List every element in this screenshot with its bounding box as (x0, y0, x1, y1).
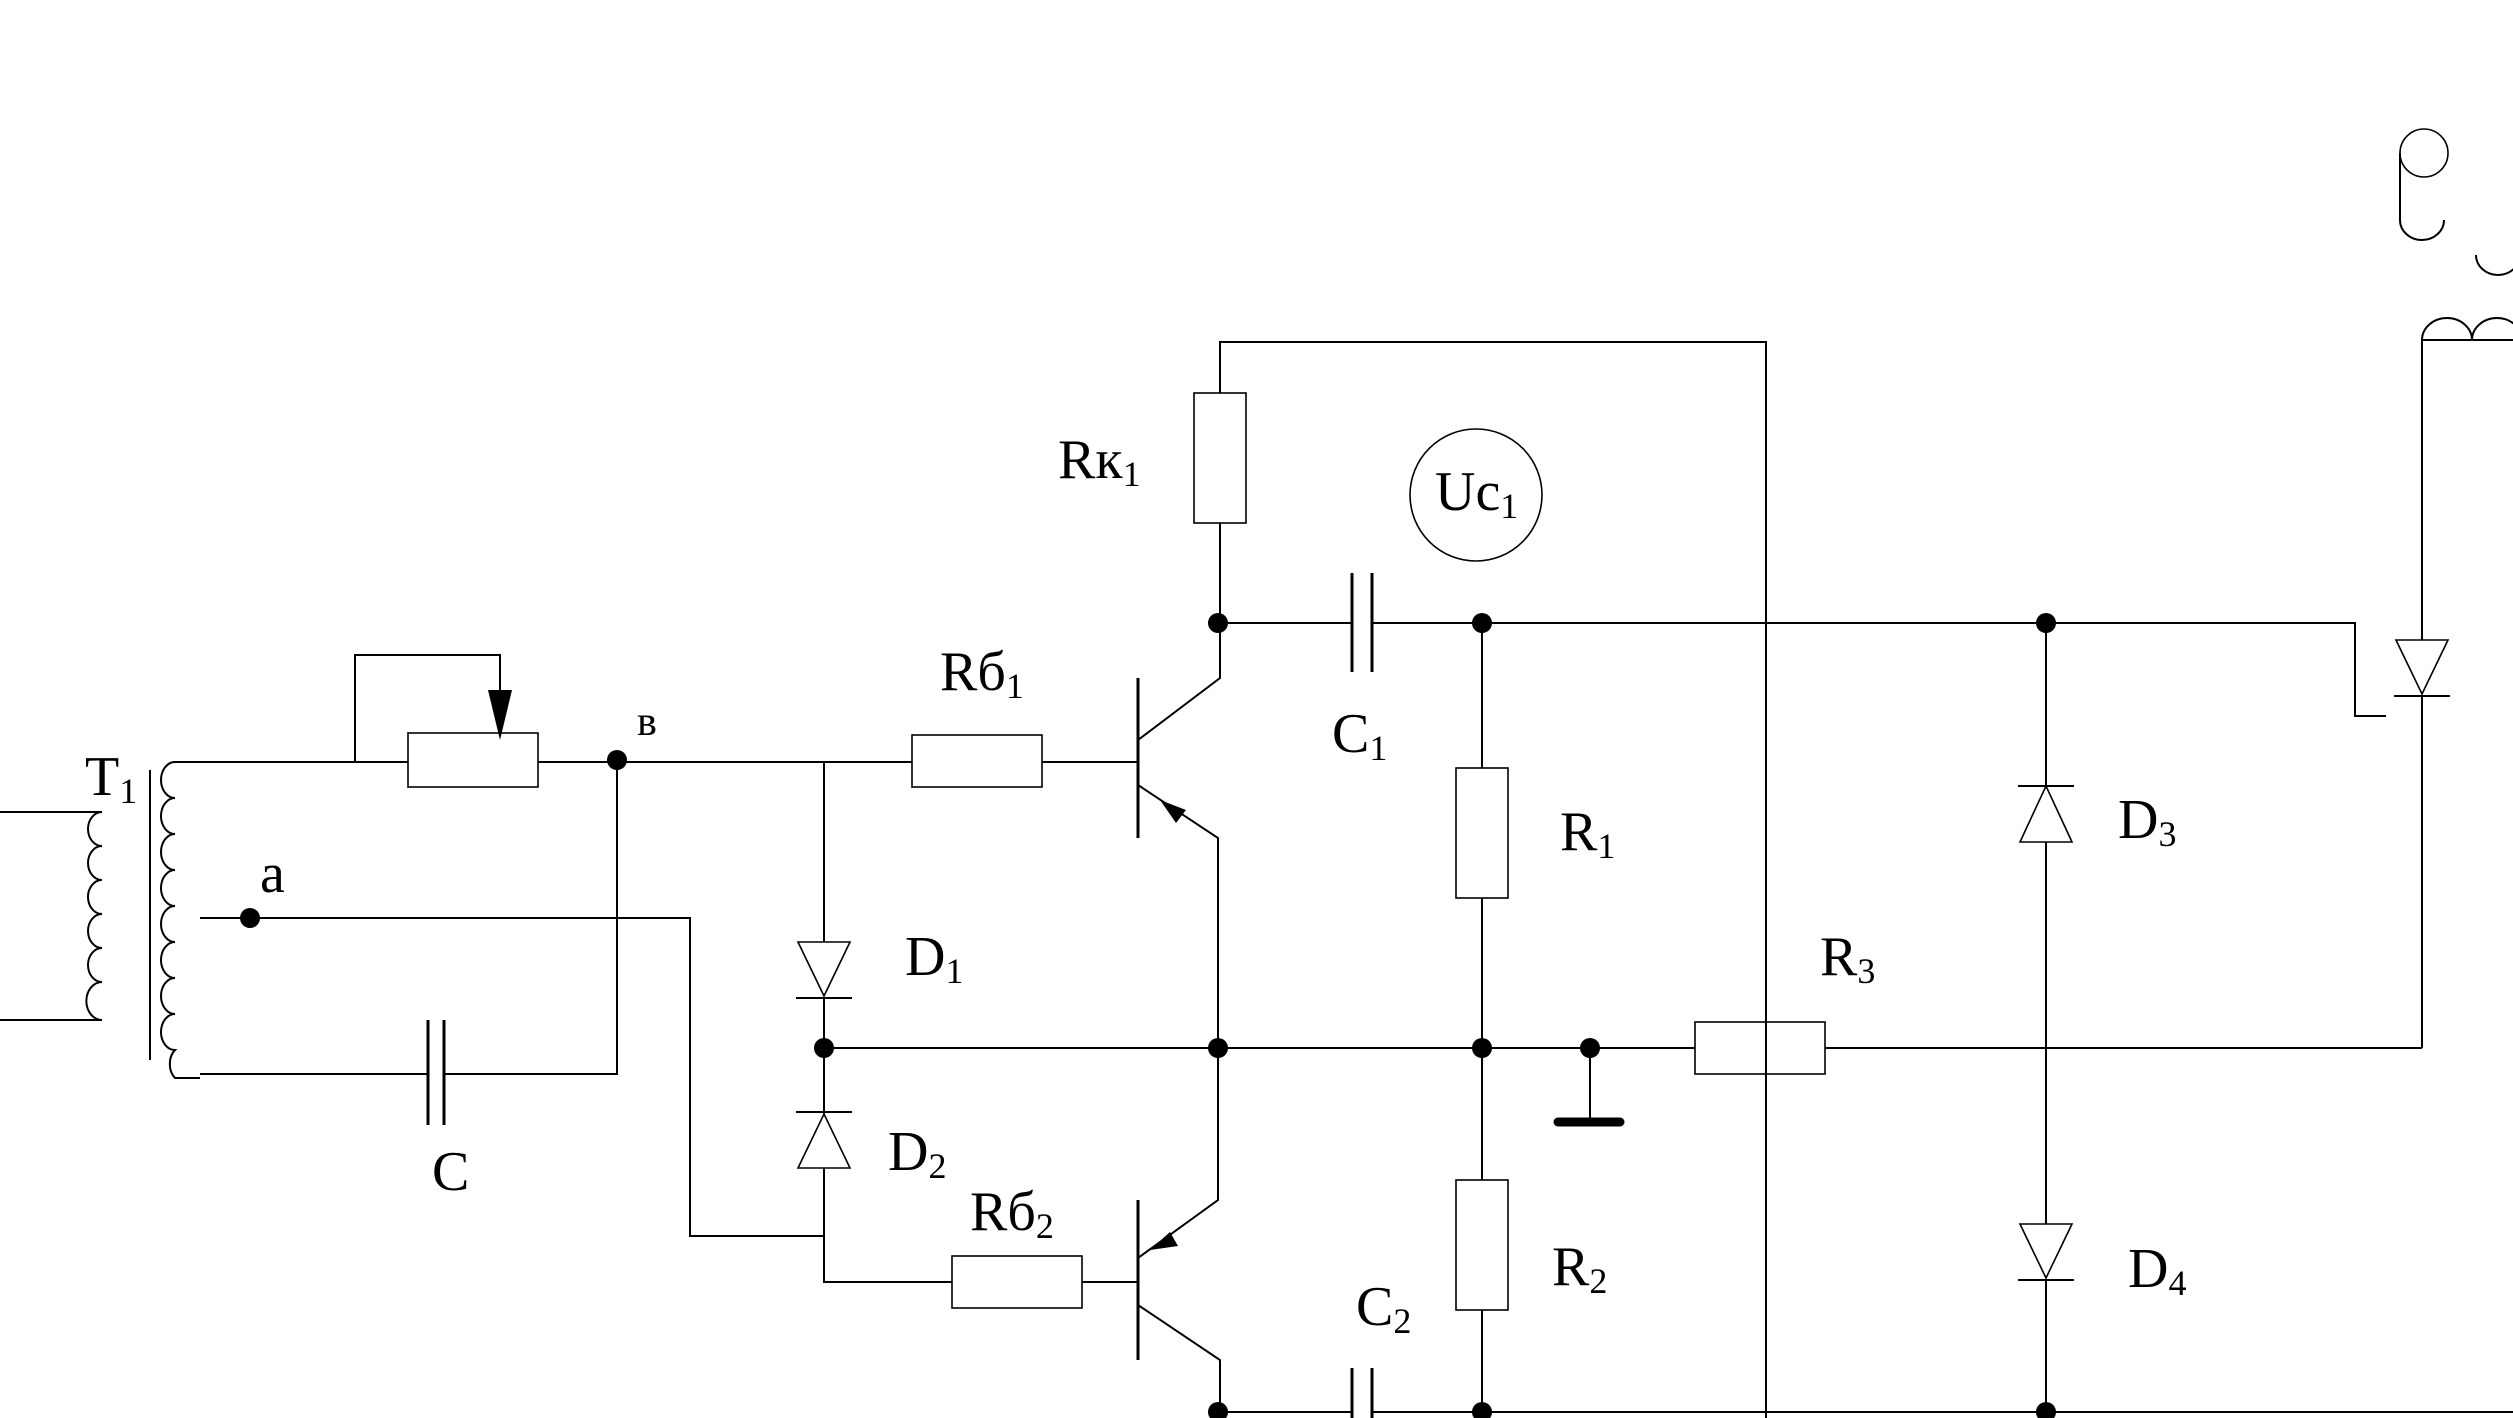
label-d1: D1 (905, 926, 963, 991)
input-network: в C a (200, 654, 915, 1237)
thyristor (2394, 639, 2450, 696)
label-t1: T1 (85, 746, 137, 811)
resistor-r2: R2 (1455, 1048, 1607, 1412)
diode-column-d3-d4: D3 D4 (2018, 623, 2186, 1412)
diode-d3 (2018, 784, 2074, 843)
label-d3: D3 (2118, 789, 2176, 854)
thyristor-output (2394, 128, 2513, 1048)
potentiometer-wiper-arrow (488, 690, 512, 740)
label-c1: C1 (1332, 703, 1387, 768)
base-resistor-rb1: Rб1 (911, 641, 1138, 788)
diode-d4 (2018, 1223, 2074, 1280)
label-d2: D2 (888, 1121, 946, 1186)
label-r3: R3 (1820, 926, 1875, 991)
base-resistor-rb2: Rб2 (951, 1181, 1138, 1309)
label-rb1: Rб1 (940, 641, 1024, 706)
diode-d1 (796, 941, 852, 998)
output-terminal (2399, 128, 2449, 178)
label-v: в (637, 699, 657, 745)
bottom-rail: C2 (1208, 1276, 2513, 1418)
middle-rail: R3 (824, 926, 2422, 1127)
transistor-q1 (1136, 623, 1221, 1048)
label-a: a (260, 843, 285, 905)
label-uc1: Uc1 (1435, 461, 1518, 526)
label-r1: R1 (1560, 801, 1615, 866)
diode-d2 (796, 1112, 852, 1169)
diode-column-d1-d2: D1 D2 (796, 762, 963, 1283)
label-d4: D4 (2128, 1238, 2186, 1303)
potentiometer (407, 732, 539, 788)
collector-resistor-rk1: Rк1 (1058, 341, 1767, 1418)
transistor-q2 (1136, 1048, 1221, 1412)
voltmeter-uc1: Uc1 (1409, 428, 1543, 562)
label-c: C (432, 1141, 469, 1203)
label-rb2: Rб2 (970, 1181, 1054, 1246)
resistor-r1: R1 (1455, 623, 1615, 1048)
transformer-t1: T1 (0, 746, 200, 1079)
label-r2: R2 (1552, 1236, 1607, 1301)
upper-rail: C1 (1208, 573, 2386, 768)
label-c2: C2 (1356, 1276, 1411, 1341)
label-rk1: Rк1 (1058, 429, 1141, 494)
